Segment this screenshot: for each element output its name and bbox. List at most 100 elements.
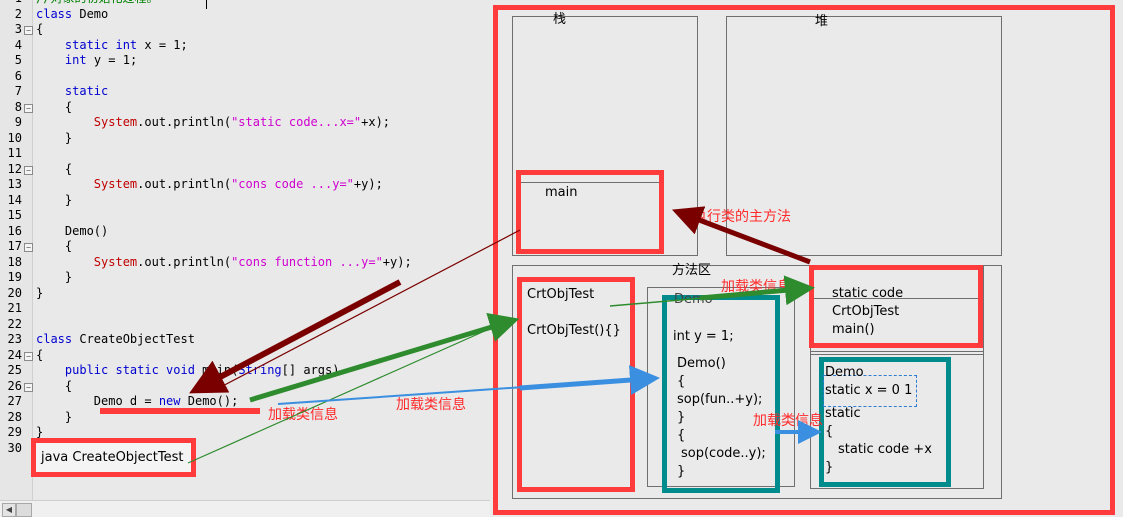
code-line: {	[36, 379, 72, 395]
code-token: System	[93, 254, 138, 269]
line-number: 30	[7, 440, 22, 455]
static-x-selection	[823, 375, 917, 407]
line-number: 9	[14, 115, 22, 129]
line-number: 1	[0, 0, 22, 7]
fold-toggle-icon[interactable]: −	[24, 103, 33, 113]
code-token: }	[36, 425, 44, 439]
code-token	[36, 38, 65, 52]
demo-ctor-brace-open: {	[677, 374, 686, 389]
java-command-box: java CreateObjectTest	[31, 438, 196, 477]
demo-block-brace-close: }	[677, 464, 686, 479]
line-number: 19	[7, 270, 22, 284]
code-token: "static code...x="	[231, 115, 362, 129]
fold-toggle-icon[interactable]: −	[24, 243, 33, 252]
line-number: 16	[7, 223, 22, 238]
code-line: System.out.println("cons function ...y="…	[36, 255, 412, 271]
stack-box	[512, 16, 698, 256]
line-number: 12	[7, 161, 22, 176]
horizontal-scrollbar[interactable]: ◀	[0, 500, 490, 517]
code-token: Demo()	[36, 223, 109, 238]
line-number: 29	[7, 425, 22, 439]
memory-diagram: 栈 main 堆 方法区 CrtObjTest CrtObjTest(){} D…	[490, 0, 1123, 517]
demo-ctor: Demo()	[677, 356, 726, 371]
code-token: {	[36, 99, 73, 114]
demo-class-title: Demo	[674, 292, 713, 307]
code-line: }	[36, 270, 72, 286]
demo-ctor-body: sop(fun..+y);	[677, 392, 763, 407]
method-area-label: 方法区	[672, 263, 712, 278]
code-line: System.out.println("cons code ...y="+y);	[36, 177, 383, 193]
static-block-label: static	[825, 406, 861, 421]
code-token: class	[36, 6, 80, 21]
code-token	[36, 115, 94, 129]
static-block-code: static code +x	[838, 442, 932, 457]
line-number: 7	[14, 84, 22, 98]
static-code-label: static code	[832, 286, 904, 301]
code-token: static int	[64, 37, 138, 52]
code-token: {	[36, 347, 44, 362]
static-demo-title: Demo	[825, 365, 864, 380]
code-line: static int x = 1;	[36, 38, 188, 54]
demo-ctor-brace-close: }	[677, 410, 686, 425]
crtobjtest-name: CrtObjTest	[527, 287, 595, 302]
main-frame-highlight	[516, 170, 664, 254]
code-token: }	[36, 409, 73, 424]
demo-block-brace-open: {	[677, 428, 686, 443]
line-number: 5	[14, 53, 22, 67]
line-number: 25	[7, 363, 22, 377]
code-line: class CreateObjectTest	[36, 332, 195, 348]
code-line: int y = 1;	[36, 53, 137, 69]
code-line: System.out.println("static code...x="+x)…	[36, 115, 390, 131]
line-number: 4	[14, 37, 22, 52]
static-main-label: main()	[832, 322, 875, 337]
code-line: {	[36, 348, 43, 364]
code-token: {	[36, 22, 44, 36]
scrollbar-thumb[interactable]	[16, 503, 32, 517]
code-token: }	[36, 130, 73, 145]
line-number: 6	[14, 68, 22, 83]
static-area-highlight	[809, 265, 983, 348]
code-area[interactable]: //对象的初始化过程。class Demo { static int x = 1;…	[36, 0, 490, 500]
fold-toggle-icon[interactable]: −	[24, 351, 33, 361]
code-line: Demo()	[36, 224, 108, 240]
fold-toggle-icon[interactable]: −	[24, 26, 33, 35]
crtobjtest-ctor: CrtObjTest(){}	[527, 323, 621, 338]
code-line: public static void main(String[] args)	[36, 363, 340, 379]
code-token: public static void	[64, 363, 195, 377]
annotation-load-class-new: 加载类信息	[268, 407, 338, 423]
line-number: 13	[7, 177, 22, 191]
code-token	[36, 255, 94, 269]
fold-toggle-icon[interactable]: −	[24, 382, 33, 392]
code-token: //对象的初始化过程。	[36, 0, 158, 5]
line-number: 2	[14, 6, 22, 21]
code-line: {	[36, 100, 72, 116]
code-token	[36, 177, 94, 191]
code-token: "cons code ...y="	[231, 177, 354, 191]
code-line: static	[36, 84, 108, 100]
code-token: y = 1;	[86, 53, 138, 67]
code-token: Demo	[79, 6, 109, 21]
new-demo-underline	[100, 408, 260, 414]
line-number: 27	[7, 394, 22, 408]
scroll-left-arrow-icon[interactable]: ◀	[2, 503, 16, 517]
code-token: {	[36, 161, 73, 176]
code-token: .out.println(	[137, 254, 232, 269]
annotation-load-class-top: 加载类信息	[721, 279, 791, 295]
main-frame-label: main	[545, 185, 578, 200]
demo-block-body: sop(code..y);	[681, 446, 766, 461]
code-line: {	[36, 239, 72, 255]
code-editor[interactable]: 1234567891011121314151617181920212223242…	[0, 0, 490, 517]
line-number: 20	[7, 285, 22, 300]
code-token: .out.println(	[137, 115, 232, 129]
code-token	[36, 363, 65, 377]
fold-toggle-icon[interactable]: −	[24, 165, 33, 175]
static-crtobjtest-label: CrtObjTest	[832, 304, 900, 319]
line-number: 14	[7, 192, 22, 207]
code-line: }	[36, 193, 72, 209]
code-token: CreateObjectTest	[79, 332, 195, 346]
code-line: }	[36, 410, 72, 426]
code-token: System	[93, 115, 138, 129]
stack-label: 栈	[553, 12, 567, 27]
code-token: Demo d =	[36, 394, 159, 408]
line-number: 18	[7, 254, 22, 269]
